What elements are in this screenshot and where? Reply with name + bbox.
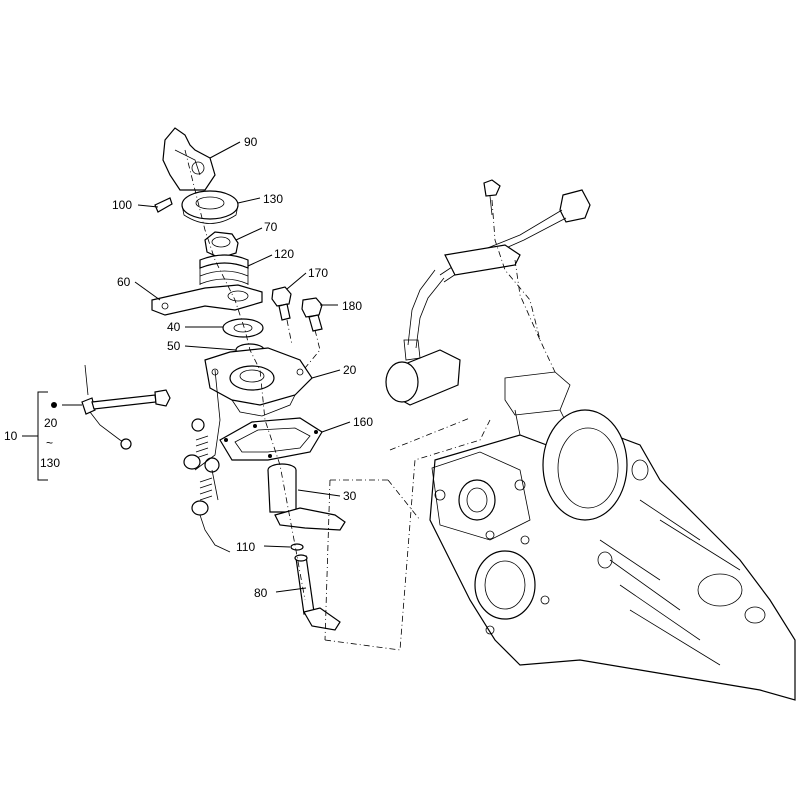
lever-part-90 [162, 127, 216, 191]
bolt-part-180 [301, 297, 323, 332]
housing-cover-part-20 [204, 347, 313, 417]
callout-labels: 90 100 130 70 120 60 170 180 40 50 20 10… [4, 135, 373, 600]
kit-range-tilde: ~ [46, 436, 53, 450]
callout-180: 180 [342, 299, 362, 313]
kit-range-start: 20 [44, 416, 58, 430]
callout-10: 10 [4, 429, 18, 443]
bolt-spring-set [81, 364, 231, 553]
spring-part-120 [199, 254, 249, 285]
callout-20: 20 [343, 363, 357, 377]
bolt-part-170 [271, 286, 292, 321]
leader-lines [22, 141, 351, 593]
callout-130: 130 [263, 192, 283, 206]
shaft-part-80 [294, 554, 341, 631]
washer-part-40 [222, 318, 264, 338]
callout-60: 60 [117, 275, 131, 289]
callout-80: 80 [254, 586, 268, 600]
shaft-part-30 [267, 463, 346, 531]
ring-part-130 [181, 190, 239, 224]
callout-100: 100 [112, 198, 132, 212]
sensor-assembly [385, 179, 591, 406]
callout-90: 90 [244, 135, 258, 149]
callout-30: 30 [343, 489, 357, 503]
callout-40: 40 [167, 320, 181, 334]
pin-part-100 [154, 197, 173, 213]
oring-part-110 [290, 543, 304, 551]
callout-120: 120 [274, 247, 294, 261]
callout-110: 110 [236, 540, 255, 554]
center-lines [184, 149, 556, 651]
kit-range-end: 130 [40, 456, 60, 470]
nut-part-70 [204, 231, 239, 259]
lever-plate-part-60 [151, 284, 263, 316]
kit-marker-dot [51, 402, 57, 408]
callout-170: 170 [308, 266, 328, 280]
engine-housing [429, 371, 796, 701]
callout-50: 50 [167, 339, 181, 353]
callout-70: 70 [264, 220, 278, 234]
callout-160: 160 [353, 415, 373, 429]
